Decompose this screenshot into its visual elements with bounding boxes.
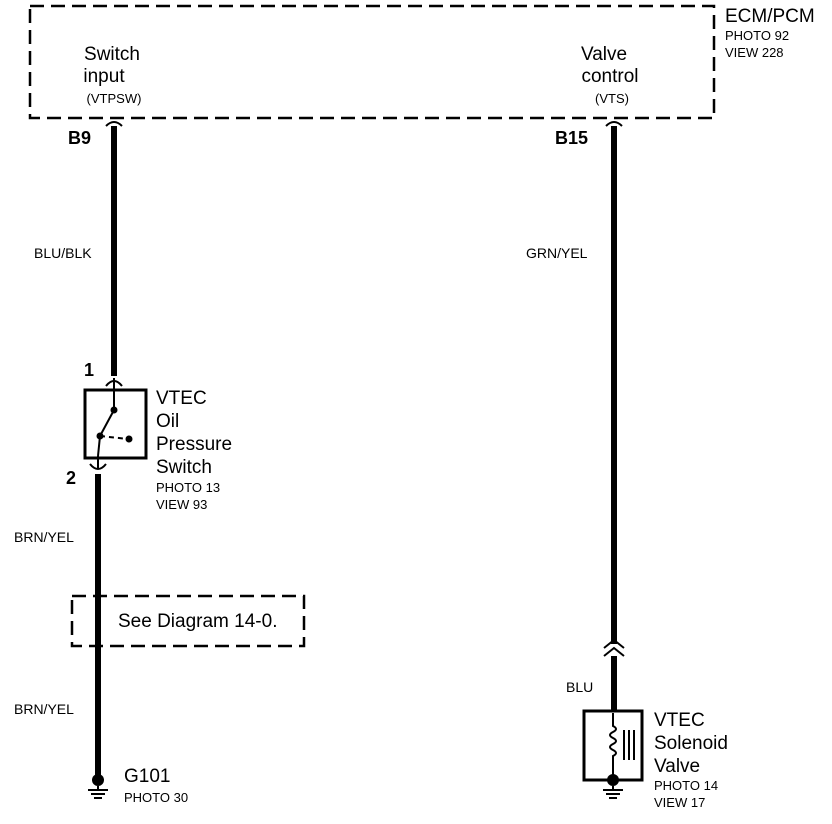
valve-control-label-2: control	[581, 66, 638, 87]
ecm-view: VIEW 228	[725, 45, 784, 60]
ground-photo: PHOTO 30	[124, 790, 188, 805]
connector-b15-icon	[605, 121, 623, 127]
pin-b9: B9	[68, 128, 91, 148]
see-diagram-box	[70, 594, 306, 648]
switch-photo: PHOTO 13	[156, 480, 220, 495]
solenoid-label-2: Solenoid	[654, 733, 728, 754]
solenoid-photo: PHOTO 14	[654, 778, 718, 793]
solenoid-label-1: VTEC	[654, 710, 705, 731]
wire-label-brn-yel-upper: BRN/YEL	[14, 529, 74, 545]
ground-g101-icon	[88, 774, 108, 799]
switch-label-1: VTEC	[156, 388, 207, 409]
valve-control-label-1: Valve	[581, 44, 627, 65]
ecm-photo: PHOTO 92	[725, 28, 789, 43]
see-diagram-reference: See Diagram 14-0.	[118, 611, 277, 632]
switch-label-2: Oil	[156, 411, 179, 432]
switch-input-label-2: input	[83, 66, 125, 87]
switch-pin-2: 2	[66, 468, 76, 488]
solenoid-label-3: Valve	[654, 756, 700, 777]
valve-control-code: (VTS)	[595, 91, 629, 106]
ecm-pcm-box	[28, 4, 716, 120]
wire-label-blu: BLU	[566, 679, 593, 695]
switch-label-4: Switch	[156, 457, 212, 478]
solenoid-view: VIEW 17	[654, 795, 705, 810]
connector-switch-pin2-icon	[89, 463, 107, 470]
connector-b9-icon	[105, 121, 123, 127]
ground-name: G101	[124, 766, 170, 787]
inline-connector-icon	[603, 638, 625, 657]
vtec-oil-pressure-switch	[83, 388, 148, 460]
wire-label-grn-yel: GRN/YEL	[526, 245, 588, 261]
switch-label-3: Pressure	[156, 434, 232, 455]
wire-label-brn-yel-lower: BRN/YEL	[14, 701, 74, 717]
switch-input-label-1: Switch	[84, 44, 140, 65]
wire-label-blu-blk: BLU/BLK	[34, 245, 92, 261]
ground-solenoid-icon	[603, 774, 623, 799]
ecm-title: ECM/PCM	[725, 6, 815, 27]
switch-input-code: (VTPSW)	[87, 91, 142, 106]
vtec-solenoid-valve	[582, 709, 644, 782]
switch-pin-1: 1	[84, 360, 94, 380]
switch-body	[83, 388, 148, 460]
pin-b15: B15	[555, 128, 588, 148]
switch-view: VIEW 93	[156, 497, 207, 512]
